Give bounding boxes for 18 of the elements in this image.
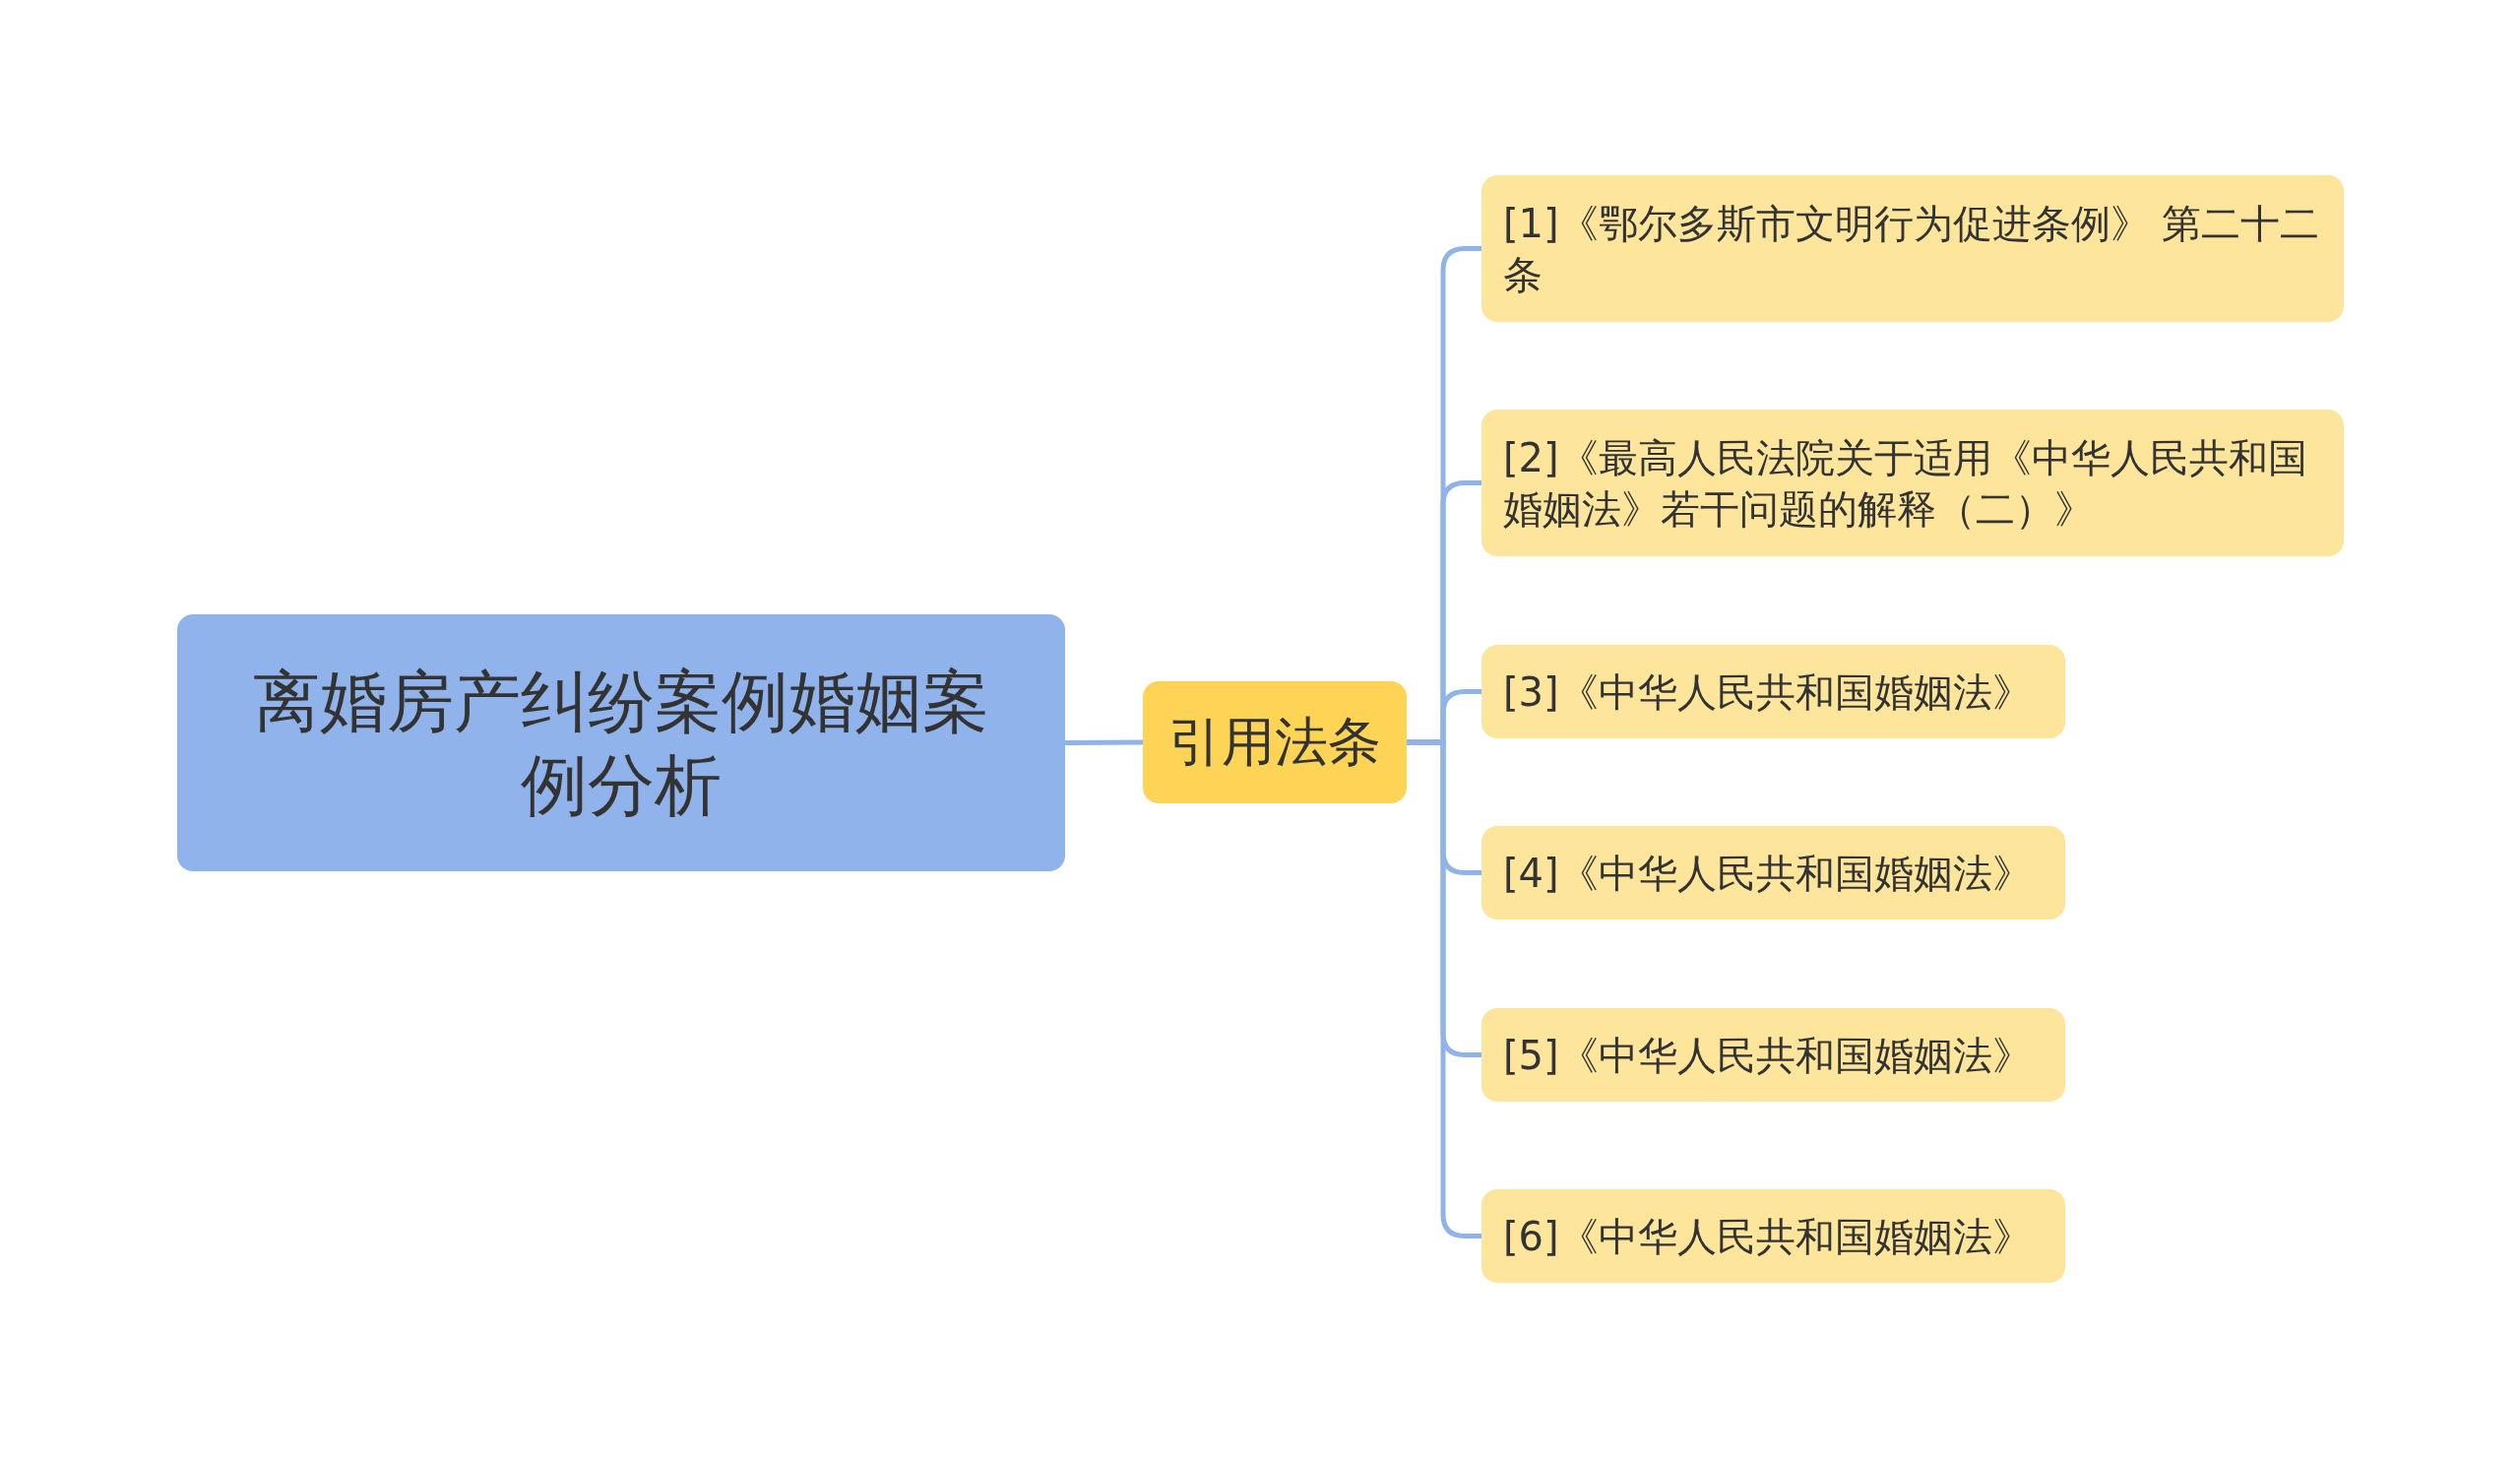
topic-text: [2]《最高人民法院关于适用《中华人民共和国婚姻法》若干问题的解释（二）》: [1503, 433, 2308, 534]
leaf-topic-box: [1481, 175, 2344, 322]
leaf-topic-box: [1481, 645, 2065, 738]
leaf-topic-box: [1481, 410, 2344, 556]
topic-text: [5]《中华人民共和国婚姻法》: [1503, 1031, 2032, 1080]
leaf-topic-box: [1481, 1189, 2065, 1283]
topic-text: [4]《中华人民共和国婚姻法》: [1503, 849, 2032, 898]
topic-text: [1]《鄂尔多斯市文明行为促进条例》 第二十二条: [1503, 199, 2321, 299]
topic-text: [3]《中华人民共和国婚姻法》: [1503, 667, 2032, 717]
topic-text: [6]《中华人民共和国婚姻法》: [1503, 1212, 2032, 1261]
branch-topic-box: [1143, 681, 1407, 803]
leaf-topic-box: [1481, 1008, 2065, 1102]
connector-line: [1407, 739, 1481, 1238]
topic-text: 引用法条: [1168, 710, 1381, 776]
connector-line: [1065, 739, 1143, 745]
root-topic-box: [177, 614, 1065, 871]
leaf-topic-box: [1481, 826, 2065, 920]
topic-text: 离婚房产纠纷案例婚姻案例分析: [252, 661, 990, 826]
